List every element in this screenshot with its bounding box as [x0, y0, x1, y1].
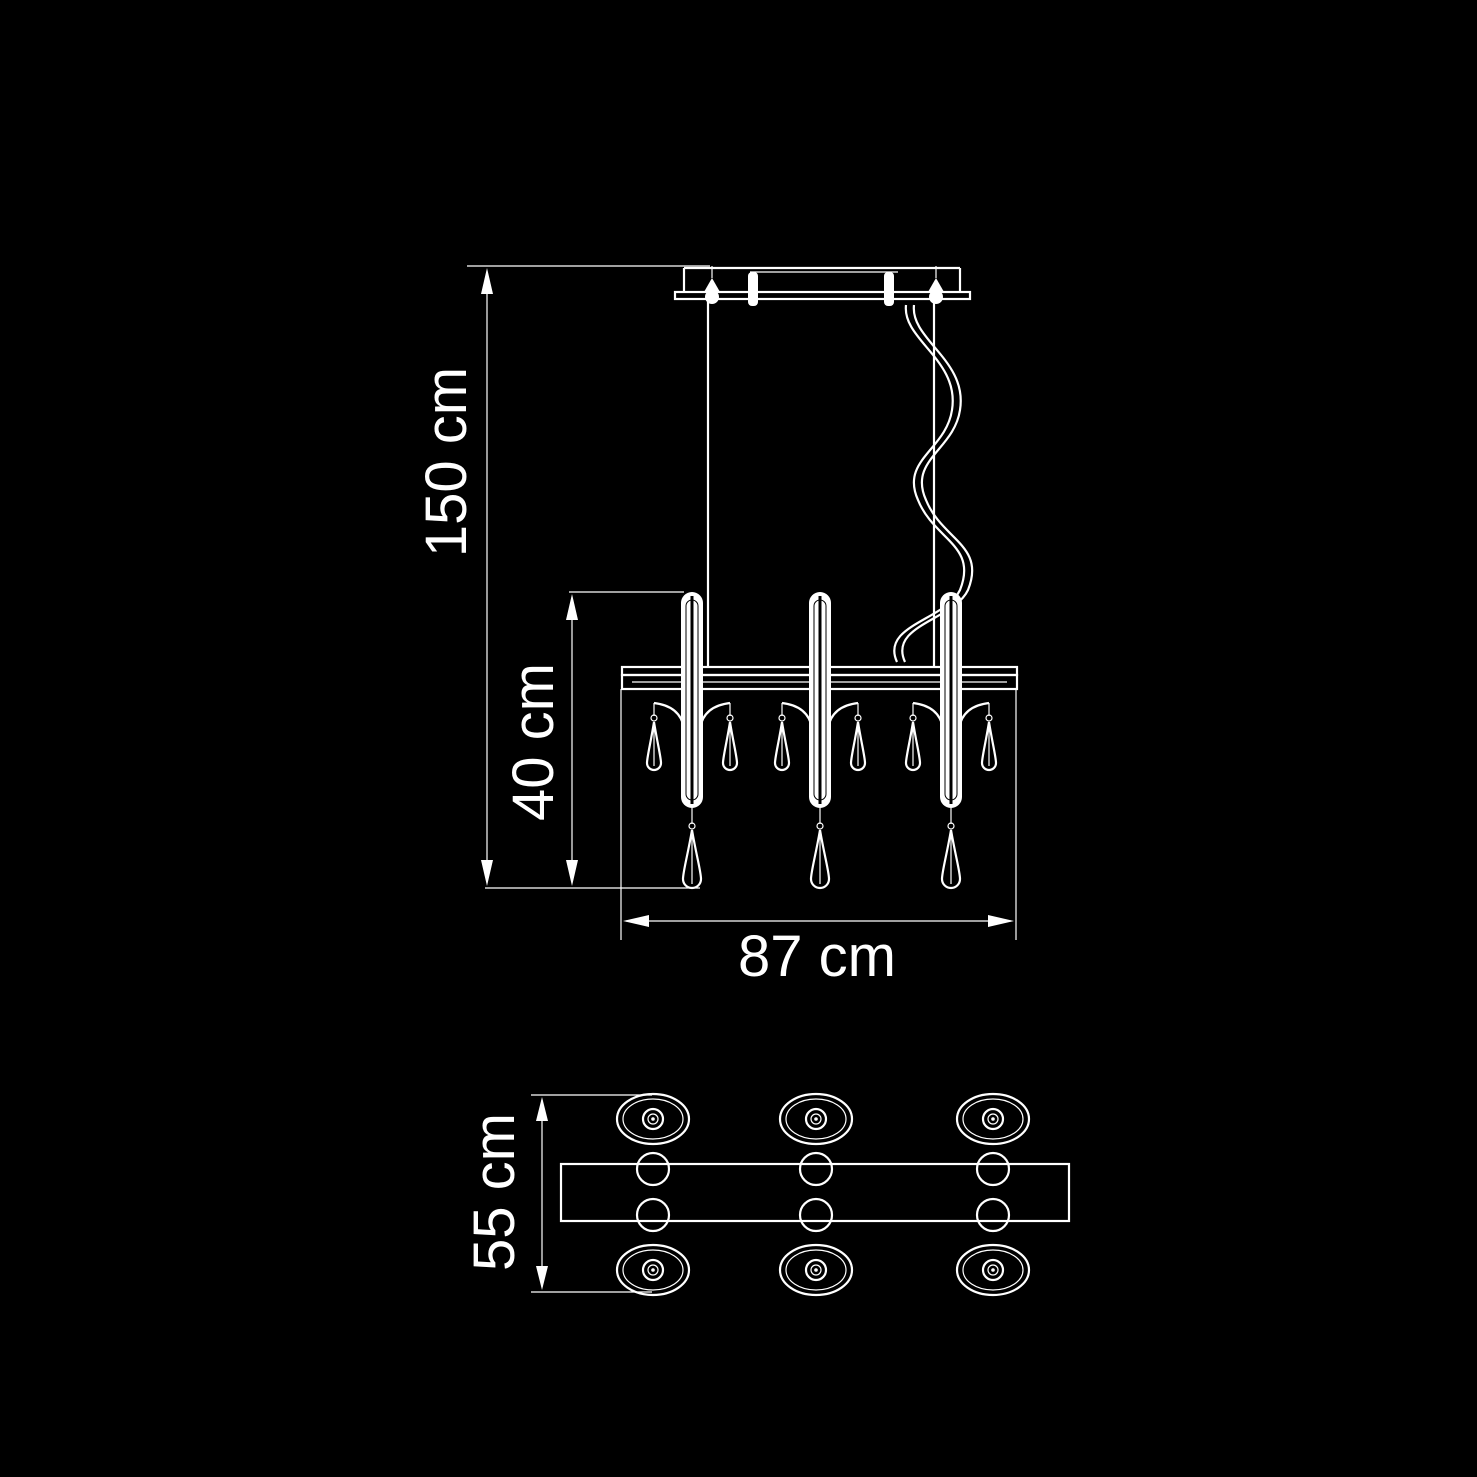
top-view-tube	[798, 1197, 834, 1233]
top-view-tube	[798, 1151, 834, 1187]
dimension-depth: 55 cm	[462, 1094, 652, 1293]
top-view-tube	[635, 1197, 671, 1233]
side-crystal	[721, 721, 739, 772]
dimension-width: 87 cm	[620, 689, 1017, 989]
top-view-cup	[615, 1243, 691, 1297]
pendant-crystal	[809, 829, 831, 890]
top-view-column	[615, 1092, 691, 1297]
suspension-wires	[706, 302, 936, 668]
top-view-bar	[559, 1162, 1071, 1223]
side-crystal	[980, 721, 998, 772]
top-view-tube	[975, 1197, 1011, 1233]
ceiling-canopy	[673, 266, 972, 306]
lamp-shade	[904, 592, 998, 890]
top-view-tube	[975, 1151, 1011, 1187]
top-view-cup	[955, 1243, 1031, 1297]
dimension-body-height: 40 cm	[501, 591, 684, 886]
dimension-label-total-height: 150 cm	[414, 367, 479, 557]
side-crystal	[904, 721, 922, 772]
top-view-column	[955, 1092, 1031, 1297]
top-view-cup	[778, 1243, 854, 1297]
dimension-label-width: 87 cm	[738, 924, 896, 989]
top-view-lamps	[615, 1092, 1031, 1297]
dimension-total-height: 150 cm	[414, 265, 710, 889]
lamp-shades	[645, 592, 998, 890]
top-view-column	[778, 1092, 854, 1297]
top-view: 55 cm	[462, 1092, 1071, 1297]
dimension-label-depth: 55 cm	[462, 1113, 527, 1271]
lamp-shade	[645, 592, 739, 890]
top-view-cup	[778, 1092, 854, 1146]
top-view-cup	[615, 1092, 691, 1146]
side-crystal	[645, 721, 663, 772]
dimension-label-body-height: 40 cm	[501, 663, 566, 821]
pendant-crystal	[940, 829, 962, 890]
side-crystal	[773, 721, 791, 772]
top-view-tube	[635, 1151, 671, 1187]
top-view-cup	[955, 1092, 1031, 1146]
lamp-shade	[773, 592, 867, 890]
side-crystal	[849, 721, 867, 772]
front-view: 150 cm 40 cm 87 cm	[414, 265, 1019, 989]
